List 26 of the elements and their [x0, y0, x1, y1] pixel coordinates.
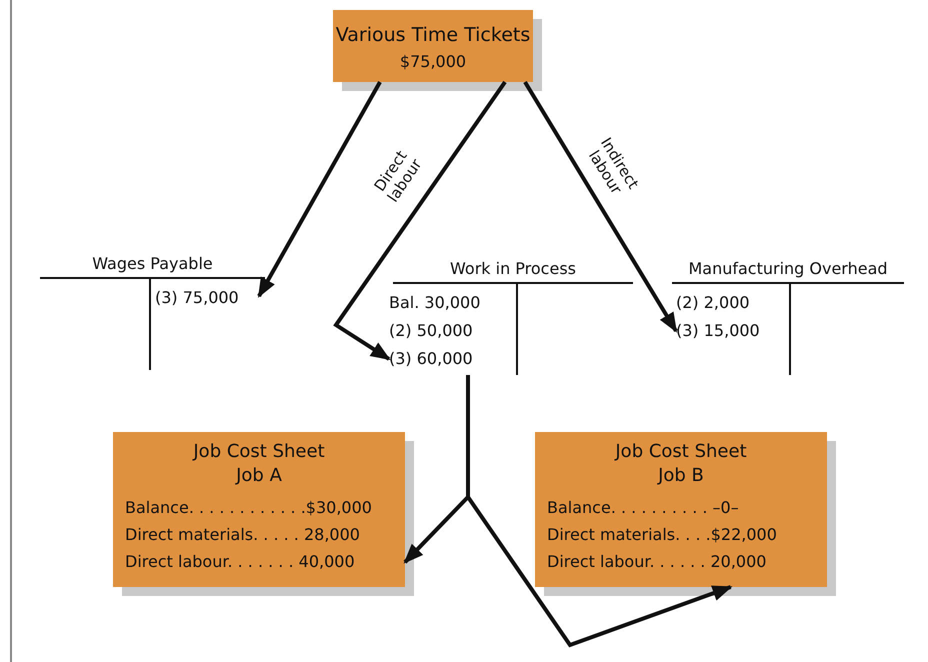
cost-row: Direct materials. . . . . 28,000: [125, 525, 360, 544]
source-box: [333, 10, 533, 82]
account-title: Wages Payable: [91, 254, 214, 273]
cost-row: Direct materials. . . .$22,000: [547, 525, 777, 544]
account-title: Manufacturing Overhead: [687, 259, 889, 278]
account-title: Work in Process: [449, 259, 577, 278]
cost-row: Direct labour. . . . . . 20,000: [547, 552, 766, 571]
cost-row: Balance. . . . . . . . . . . .$30,000: [125, 498, 372, 517]
ledger-entry: Bal. 30,000: [389, 291, 509, 315]
ledger-entry: (3) 15,000: [676, 319, 784, 343]
job-cost-sheet: [535, 432, 827, 587]
arrow: [257, 81, 382, 298]
amount-text: $75,000: [398, 52, 468, 71]
cost-row: Balance. . . . . . . . . . –0–: [547, 498, 739, 517]
ledger-entry: (2) 2,000: [676, 291, 784, 315]
job-cost-sheet: [113, 432, 405, 587]
arrow: [333, 80, 507, 361]
sheet-heading: Job Cost Sheet Job B: [614, 440, 748, 488]
ledger-entry: (2) 50,000: [389, 319, 509, 343]
arrow: [466, 375, 733, 648]
cost-row: Direct labour. . . . . . . 40,000: [125, 552, 355, 571]
sheet-heading: Job Cost Sheet Job A: [192, 440, 326, 488]
arrow: [523, 80, 678, 333]
ledger-entry: (3) 75,000: [155, 286, 259, 310]
box-title: Various Time Tickets: [334, 24, 532, 46]
ledger-entry: (3) 60,000: [389, 347, 509, 371]
